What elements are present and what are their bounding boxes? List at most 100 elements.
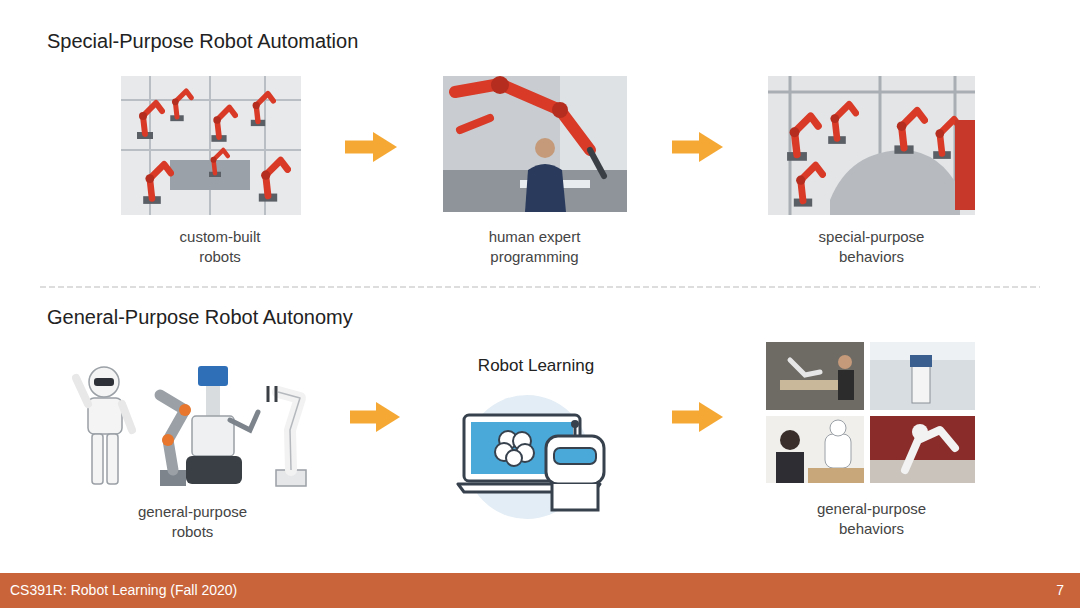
illustration-part [491, 76, 509, 94]
illustration-part [206, 386, 220, 416]
illustration-part [912, 365, 930, 403]
illustration-part [535, 138, 555, 158]
illustration-part [495, 431, 534, 466]
illustration-part [230, 412, 258, 430]
robot-learning-icon [458, 395, 604, 519]
behaviors-collage [766, 342, 975, 483]
illustration-part [789, 76, 792, 215]
illustration-part [211, 108, 235, 142]
illustration-part [192, 416, 234, 456]
illustration-part [830, 420, 846, 436]
caption-text: general-purpose behaviors [809, 499, 934, 539]
illustration-part [552, 102, 568, 118]
illustration-part [776, 452, 804, 483]
illustration-part [251, 94, 273, 126]
illustration-part [209, 76, 211, 215]
illustration-part [552, 484, 598, 510]
page-number: 7 [1056, 582, 1064, 599]
illustration-part [787, 116, 818, 161]
illustration-part [88, 398, 122, 434]
illustration-part [278, 392, 300, 470]
flow-arrow [672, 411, 699, 424]
robots-photo [76, 366, 306, 486]
illustration-part [955, 120, 975, 210]
illustration-part [179, 404, 191, 416]
illustration-part [790, 360, 820, 375]
illustration-part [825, 434, 851, 468]
illustration-part [768, 91, 975, 94]
illustration-part [780, 430, 800, 450]
illustration-part [554, 448, 596, 464]
illustration-part [455, 84, 590, 150]
illustration-part [94, 378, 114, 386]
illustration-part [209, 150, 228, 177]
section-divider [40, 286, 1040, 288]
picture-slot [530, 76, 540, 215]
assembly-line-photo [768, 76, 975, 215]
illustration-part [170, 91, 191, 121]
section-heading: General-Purpose Robot Autonomy [47, 305, 353, 329]
illustration-part [870, 416, 975, 483]
image-caption: custom-built robots [100, 76, 340, 267]
illustration-part [546, 436, 604, 484]
illustration-part [92, 434, 103, 484]
illustration-part [912, 424, 928, 440]
caption-text: general-purpose robots [130, 502, 255, 542]
flow-arrow [350, 411, 376, 424]
illustration-part [143, 164, 171, 204]
illustration-part [780, 380, 840, 390]
illustration-part [121, 76, 301, 215]
icon-heading: Robot Learning [405, 355, 667, 542]
illustration-part [443, 76, 627, 212]
caption-text: custom-built robots [158, 227, 283, 267]
illustration-part [828, 104, 856, 144]
image-caption: general-purpose robots [40, 360, 345, 542]
footer-bar [0, 573, 1080, 608]
image-caption: special-purpose behaviors [728, 76, 1015, 267]
caption-text: human expert programming [472, 227, 597, 267]
illustration-part [894, 111, 924, 154]
illustration-part [186, 456, 242, 484]
illustration-part [571, 420, 579, 428]
illustration-part [905, 430, 955, 470]
illustration-part [268, 386, 276, 402]
illustration-part [830, 150, 960, 215]
illustration-part [76, 378, 88, 404]
flow-arrow [345, 141, 373, 154]
illustration-part [766, 416, 864, 483]
illustration-part [808, 468, 864, 483]
illustration-part [122, 404, 132, 430]
illustration-part [460, 118, 490, 130]
illustration-part [768, 76, 975, 215]
caption-text: special-purpose behaviors [809, 227, 934, 267]
image-caption: general-purpose behaviors [728, 342, 1015, 539]
footer-text: CS391R: Robot Learning (Fall 2020) [10, 582, 237, 599]
picture-slot [867, 76, 877, 215]
illustration-part [766, 342, 864, 410]
section-heading: Special-Purpose Robot Automation [47, 29, 358, 53]
illustration-part [278, 392, 300, 470]
illustration-part [838, 355, 852, 369]
picture-slot [531, 377, 541, 542]
programming-photo [443, 76, 627, 212]
illustration-part [162, 434, 174, 446]
illustration-part [506, 450, 522, 466]
illustration-part [870, 342, 975, 410]
illustration-part [525, 164, 566, 212]
picture-slot [188, 360, 198, 490]
flow-arrow [672, 141, 699, 154]
illustration-part [768, 76, 975, 215]
node-heading: Robot Learning [478, 355, 594, 377]
illustration-part [794, 165, 823, 206]
illustration-part [590, 150, 604, 176]
illustration-part [910, 355, 932, 367]
illustration-part [107, 434, 118, 484]
illustration-part [870, 460, 975, 483]
picture-slot [867, 342, 877, 483]
image-caption: human expert programming [402, 76, 667, 267]
illustration-part [137, 103, 162, 139]
illustration-part [838, 370, 854, 400]
illustration-part [89, 367, 119, 397]
illustration-part [198, 366, 228, 386]
